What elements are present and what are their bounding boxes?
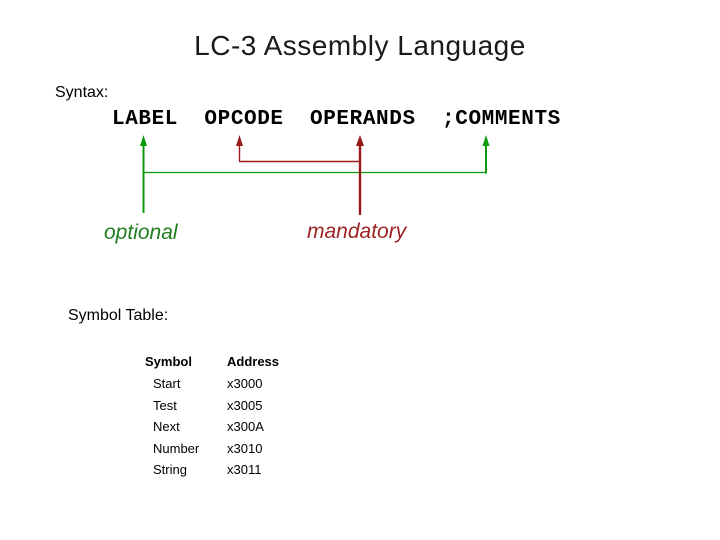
- symbol-table-section-label: Symbol Table:: [68, 307, 169, 324]
- symbol-cell: Test: [153, 397, 177, 413]
- symbol-table-header-address: Address: [227, 353, 280, 369]
- table-row: String x3011: [145, 459, 279, 481]
- symbol-cell: String: [153, 462, 187, 478]
- table-row: Next x300A: [145, 416, 279, 438]
- optional-arrows-green-icon: [140, 135, 490, 213]
- symbol-table-header-symbol: Symbol: [145, 353, 192, 369]
- slide-title: LC-3 Assembly Language: [194, 30, 526, 61]
- address-cell: x3010: [227, 440, 263, 456]
- table-row: Start x3000: [145, 373, 279, 395]
- symbol-cell: Next: [153, 419, 180, 435]
- table-row: Number x3010: [145, 438, 279, 460]
- syntax-section-label: Syntax:: [55, 84, 109, 101]
- address-cell: x300A: [227, 419, 264, 435]
- address-cell: x3000: [227, 376, 263, 392]
- symbol-cell: Start: [153, 376, 181, 392]
- address-cell: x3011: [227, 462, 262, 478]
- mandatory-label: mandatory: [307, 220, 407, 243]
- symbol-table-header-row: Symbol Address: [145, 349, 279, 373]
- address-cell: x3005: [227, 397, 263, 413]
- table-row: Test x3005: [145, 395, 279, 417]
- mandatory-arrows-red-icon: [236, 135, 364, 215]
- symbol-cell: Number: [153, 440, 200, 456]
- optional-label: optional: [104, 221, 178, 244]
- assembly-syntax-line: LABEL OPCODE OPERANDS ;COMMENTS: [112, 108, 561, 131]
